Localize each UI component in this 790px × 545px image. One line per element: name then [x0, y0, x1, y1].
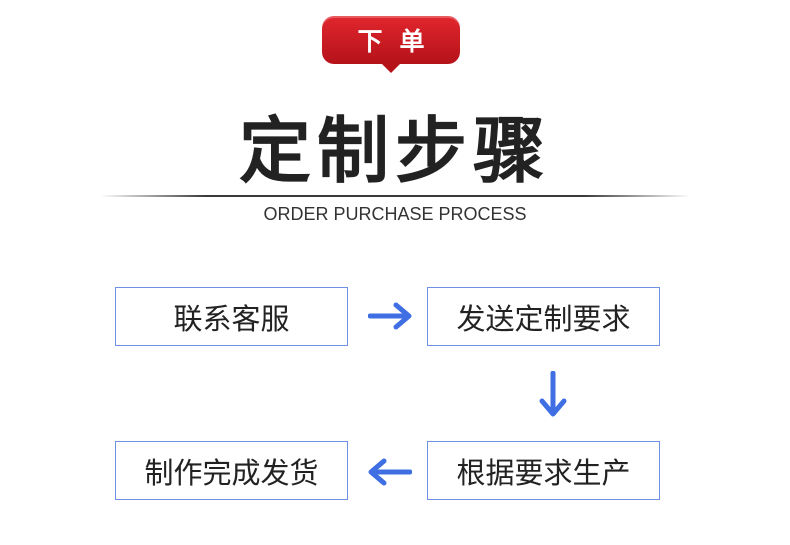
step-label: 发送定制要求 — [456, 301, 631, 336]
step-send-requirements: 发送定制要求 — [427, 287, 660, 346]
order-badge: 下单 — [322, 16, 460, 64]
badge-label: 下单 — [357, 27, 442, 56]
step-label: 制作完成发货 — [144, 455, 319, 490]
page-title: 定制步骤 — [238, 109, 551, 193]
arrow-down-icon — [539, 371, 567, 417]
arrow-right-icon — [368, 302, 412, 330]
step-produce: 根据要求生产 — [427, 441, 660, 500]
title-divider — [100, 195, 690, 197]
step-contact-service: 联系客服 — [115, 287, 348, 346]
step-complete-ship: 制作完成发货 — [115, 441, 348, 500]
step-label: 根据要求生产 — [456, 455, 631, 490]
badge-pointer — [380, 62, 402, 73]
page-subtitle: ORDER PURCHASE PROCESS — [263, 204, 527, 224]
arrow-left-icon — [368, 458, 412, 486]
step-label: 联系客服 — [173, 301, 290, 336]
